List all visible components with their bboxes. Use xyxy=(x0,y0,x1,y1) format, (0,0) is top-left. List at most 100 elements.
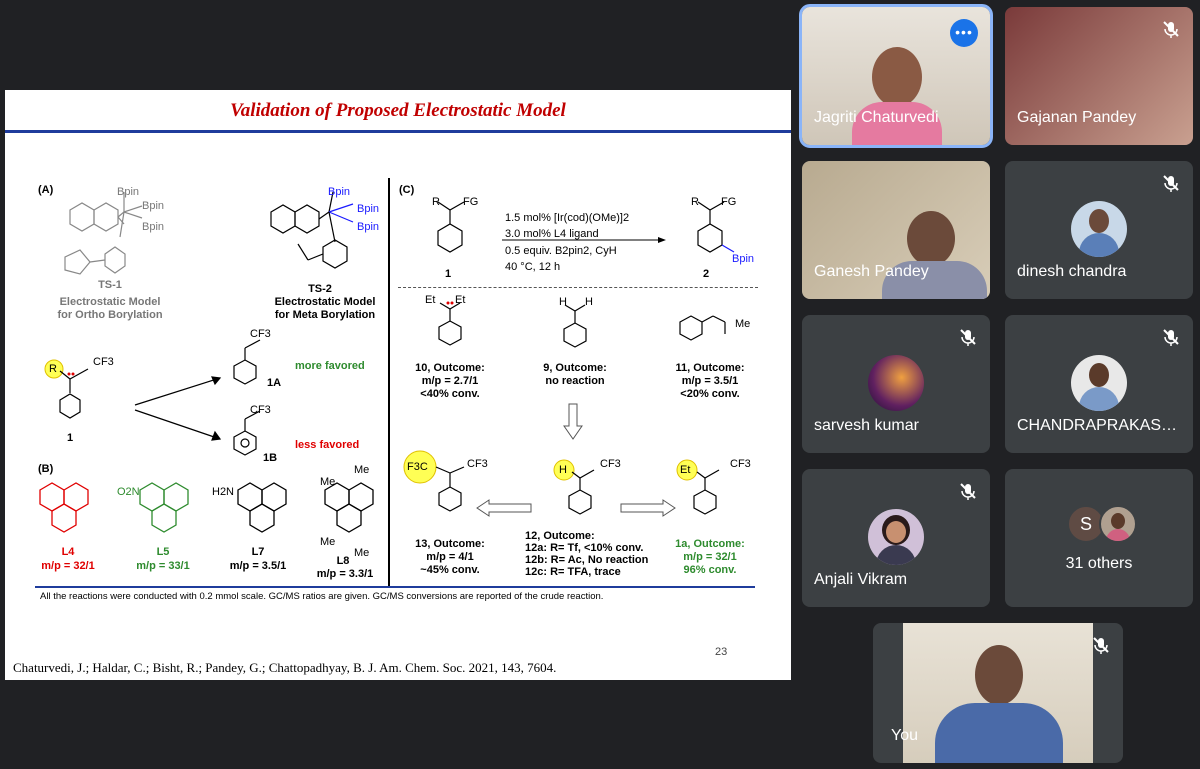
ligand-l4-ratio: m/p = 32/1 xyxy=(41,560,95,572)
ligand-l4-name: L4 xyxy=(61,546,75,558)
more-options-button[interactable]: ••• xyxy=(950,19,978,47)
compound-1a-cf3: CF3 xyxy=(250,328,271,340)
avatar-letter: S xyxy=(1067,505,1105,543)
ligand-l8-me-bottom: Me xyxy=(354,547,370,559)
compound-10-group2: Et xyxy=(455,294,466,306)
outcome-1a-line1: 1a, Outcome: xyxy=(675,538,745,550)
outcome-10-line1: 10, Outcome: xyxy=(415,362,485,374)
ts1-caption-line1: Electrostatic Model xyxy=(59,296,161,308)
ligand-l5-ratio: m/p = 33/1 xyxy=(136,560,190,572)
outcome-9-line2: no reaction xyxy=(545,375,605,387)
section-a-label: (A) xyxy=(38,184,54,196)
ts2-bpin-1: Bpin xyxy=(328,186,351,198)
outcome-12-line2: 12a: R= Tf, <10% conv. xyxy=(525,542,644,554)
outcome-12-line4: 12c: R= TFA, trace xyxy=(525,566,621,578)
dashed-separator xyxy=(398,287,758,288)
compound-9-structure xyxy=(563,304,587,348)
ts2-bpin-2: Bpin xyxy=(357,203,380,215)
participant-figure xyxy=(975,645,1023,705)
condition-4: 40 °C, 12 h xyxy=(505,261,561,273)
compound-10-structure xyxy=(438,301,462,346)
ts2-structure xyxy=(270,191,354,269)
compound-11-group: Me xyxy=(735,318,751,330)
compound-1b-cf3: CF3 xyxy=(250,404,271,416)
compound-1a-group2: CF3 xyxy=(730,458,751,470)
product-label: 2 xyxy=(703,268,710,280)
participant-name: You xyxy=(891,727,918,744)
ts2-caption-line1: Electrostatic Model xyxy=(274,296,376,308)
avatar xyxy=(868,509,924,565)
ligand-l4-structure xyxy=(39,482,89,533)
reactant-fg-group: FG xyxy=(463,196,479,208)
product-r-group: R xyxy=(691,196,699,208)
avatar xyxy=(868,355,924,411)
avatar xyxy=(1071,201,1127,257)
video-feed xyxy=(1005,7,1193,145)
mic-muted-icon xyxy=(960,329,976,346)
outcome-13-line1: 13, Outcome: xyxy=(415,538,485,550)
ts2-label: TS-2 xyxy=(308,283,332,295)
outcome-13-line2: m/p = 4/1 xyxy=(426,551,474,563)
resonance-arrows xyxy=(134,376,222,441)
outcome-12-line1: 12, Outcome: xyxy=(525,530,595,542)
participant-name: Jagriti Chaturvedi xyxy=(814,109,939,126)
participant-name: Ganesh Pandey xyxy=(814,263,929,280)
reactant-label: 1 xyxy=(445,268,452,280)
ligand-l7-ratio: m/p = 3.5/1 xyxy=(229,560,287,572)
compound-1b-label: 1B xyxy=(263,452,278,464)
participant-tile-jagriti[interactable]: ••• Jagriti Chaturvedi xyxy=(799,4,993,148)
participant-tile-anjali[interactable]: Anjali Vikram xyxy=(802,469,990,607)
presentation-slide: Validation of Proposed Electrostatic Mod… xyxy=(5,90,791,680)
outcome-12-line3: 12b: R= Ac, No reaction xyxy=(525,554,649,566)
outcome-10-line2: m/p = 2.7/1 xyxy=(421,375,479,387)
participant-tile-chandraprakash[interactable]: CHANDRAPRAKAS… xyxy=(1005,315,1193,453)
others-count: 31 others xyxy=(1065,555,1133,572)
participant-tile-sarvesh[interactable]: sarvesh kumar xyxy=(802,315,990,453)
compound-13-group: F3C xyxy=(407,461,428,473)
participant-tile-ganesh[interactable]: Ganesh Pandey xyxy=(802,161,990,299)
citation: Chaturvedi, J.; Haldar, C.; Bisht, R.; P… xyxy=(13,660,557,675)
ligand-l8-me-bottom-left: Me xyxy=(320,536,336,548)
participant-tile-gajanan[interactable]: Gajanan Pandey xyxy=(1005,7,1193,145)
ts1-structure xyxy=(64,192,143,275)
section-divider xyxy=(388,178,390,586)
compound-12-group: H xyxy=(559,464,567,476)
participant-tile-others[interactable]: S 31 others xyxy=(1005,469,1193,607)
ligand-l8-me-left: Me xyxy=(320,476,336,488)
condition-1: 1.5 mol% [Ir(cod)(OMe)]2 xyxy=(505,212,630,224)
outcome-13-line3: ~45% conv. xyxy=(420,564,480,576)
ligand-l5-structure xyxy=(139,482,189,533)
ligand-l8-name: L8 xyxy=(336,555,350,567)
participant-tile-self[interactable]: You xyxy=(873,623,1123,763)
compound-9-group: H xyxy=(559,296,567,308)
title-rule xyxy=(5,130,791,133)
mic-muted-icon xyxy=(1163,21,1179,38)
outcome-11-line1: 11, Outcome: xyxy=(675,362,745,374)
mic-muted-icon xyxy=(960,483,976,500)
compound-9-group2: H xyxy=(585,296,593,308)
outcome-1a-line3: 96% conv. xyxy=(683,564,737,576)
participant-clothing xyxy=(935,703,1063,763)
condition-2: 3.0 mol% L4 ligand xyxy=(505,228,599,240)
ts1-bpin-1: Bpin xyxy=(117,186,140,198)
footnote: All the reactions were conducted with 0.… xyxy=(40,591,604,602)
ligand-l8-ratio: m/p = 3.3/1 xyxy=(316,568,374,580)
outcome-11-line2: m/p = 3.5/1 xyxy=(681,375,739,387)
ts1-label: TS-1 xyxy=(98,279,122,291)
compound-1a-label: 1A xyxy=(267,377,282,389)
page-number: 23 xyxy=(715,646,728,658)
participant-clothing xyxy=(882,261,987,299)
ligand-l5-substituent: O2N xyxy=(117,486,140,498)
participant-tile-dinesh[interactable]: dinesh chandra xyxy=(1005,161,1193,299)
participant-name: CHANDRAPRAKAS… xyxy=(1017,417,1178,434)
compound-11-structure xyxy=(679,315,726,341)
participant-name: Gajanan Pandey xyxy=(1017,109,1137,126)
avatar xyxy=(1099,505,1137,543)
right-arrow xyxy=(620,499,676,517)
down-arrow xyxy=(563,403,583,440)
outcome-1a-line2: m/p = 32/1 xyxy=(683,551,737,563)
compound-1a-group: Et xyxy=(680,464,691,476)
compound-1-r-group: R xyxy=(49,363,57,375)
ligand-l8-structure xyxy=(324,482,374,533)
compound-1-cf3: CF3 xyxy=(93,356,114,368)
